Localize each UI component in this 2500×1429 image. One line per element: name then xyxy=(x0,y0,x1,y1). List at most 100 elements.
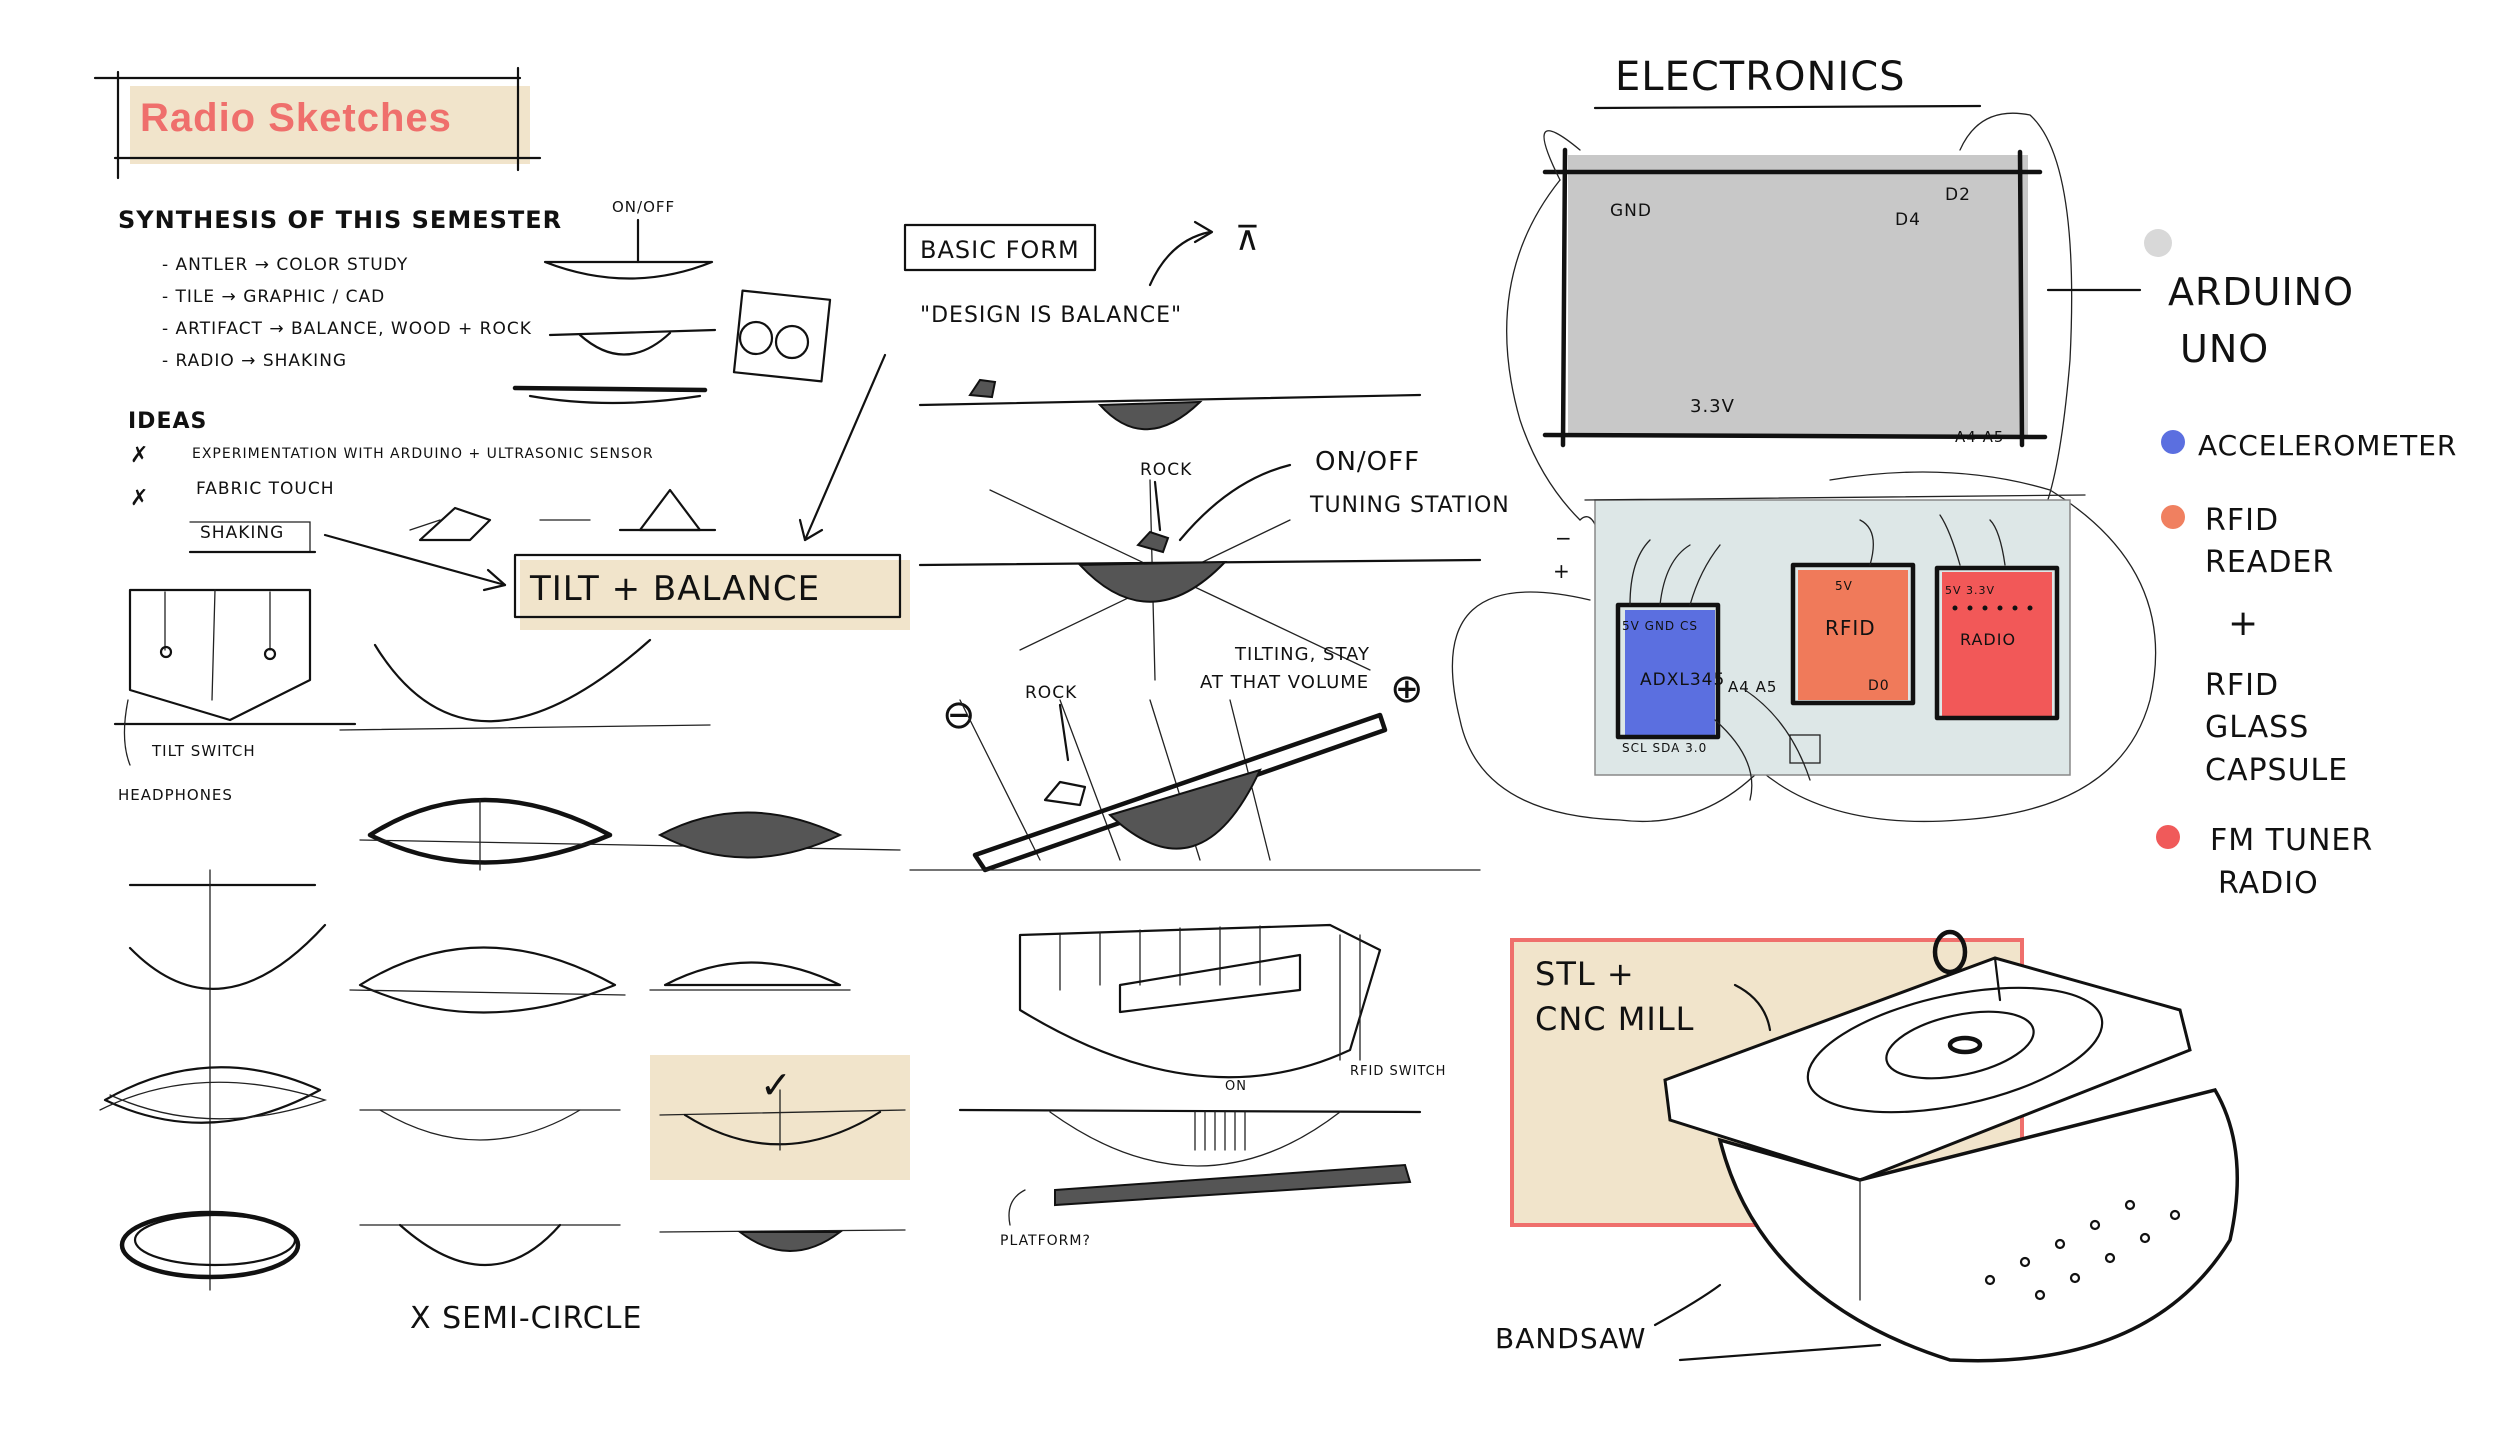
arrow-line xyxy=(1058,703,1070,762)
electronics-section: ELECTRONICS GND D4 D2 3.3V A4 A5 5V GND … xyxy=(1451,54,2457,901)
on-off-note: ON/OFF xyxy=(612,198,675,216)
accelerometer-module xyxy=(1625,610,1715,735)
flat-bar-shadow xyxy=(528,394,702,405)
speaker-hole xyxy=(2124,1199,2136,1211)
tilted-beam xyxy=(972,712,1388,873)
mini-perspective-sketch xyxy=(638,488,702,532)
mini-perspective-sketch xyxy=(418,506,492,542)
arrow-line xyxy=(1148,230,1212,287)
synthesis-notes: SYNTHESIS OF THIS SEMESTER - ANTLER → CO… xyxy=(118,206,562,371)
arrow-head xyxy=(798,518,824,542)
pin-dot xyxy=(1967,605,1973,611)
legend-accelerometer: ACCELEROMETER xyxy=(2198,429,2457,462)
legend-fm-line1: FM TUNER xyxy=(2210,823,2373,858)
arduino-color-dot xyxy=(2144,229,2172,257)
accel-top-pins: 5V GND CS xyxy=(1622,619,1698,633)
legend-rfid-line: CAPSULE xyxy=(2205,753,2348,788)
lens-sketch xyxy=(543,260,714,280)
basic-form-section: BASIC FORM "DESIGN IS BALANCE" ⊼ ROCK ON… xyxy=(903,219,1509,1249)
speaker-hole xyxy=(2169,1209,2181,1221)
title-block: Radio Sketches xyxy=(93,66,542,180)
arduino-board xyxy=(1568,155,2028,435)
bowl-sketch xyxy=(578,331,672,356)
scribble-lens xyxy=(103,1066,322,1124)
wire xyxy=(1629,539,1721,606)
pin-dot xyxy=(2027,605,2033,611)
tilt-balance-label: TILT + BALANCE xyxy=(529,569,820,609)
cross-mark: ✗ xyxy=(130,486,149,511)
balance-beam xyxy=(958,1108,1422,1114)
tilt-switch-sketch: TILT SWITCH HEADPHONES xyxy=(113,588,357,804)
tilted-hatched-base xyxy=(1108,768,1262,850)
platform-label: PLATFORM? xyxy=(1000,1233,1091,1249)
lens-sketch xyxy=(358,946,617,1014)
synthesis-item: - RADIO → SHAKING xyxy=(162,351,347,371)
stl-label: STL + xyxy=(1535,955,1635,993)
arrow-head xyxy=(1193,220,1214,244)
sketch-line xyxy=(211,589,216,701)
tuning-dial-inner xyxy=(1885,1010,2035,1080)
pin-dot xyxy=(2012,605,2018,611)
cnc-label: CNC MILL xyxy=(1535,1000,1695,1038)
minus-icon: ⊖ xyxy=(942,692,977,738)
scribble-lens xyxy=(99,1081,328,1120)
resistor-sketch xyxy=(1789,734,1821,764)
legend-rfid-line: RFID xyxy=(2205,668,2279,703)
ideas-notes: IDEAS ✗ ✗ EXPERIMENTATION WITH ARDUINO +… xyxy=(128,409,717,554)
board-outline xyxy=(1560,147,1568,448)
idea-item: FABRIC TOUCH xyxy=(196,479,334,499)
v33-pin-label: 3.3V xyxy=(1690,396,1735,417)
half-lens-sketch xyxy=(663,961,842,987)
legend-fm-line2: RADIO xyxy=(2218,866,2319,901)
check-mark: ✓ xyxy=(760,1063,793,1107)
sketch-line xyxy=(339,724,711,731)
accelerometer-color-dot xyxy=(2161,430,2185,454)
scribble-ellipse xyxy=(119,1210,301,1280)
idea-item: EXPERIMENTATION WITH ARDUINO + ULTRASONI… xyxy=(192,446,654,462)
accel-label: ADXL345 xyxy=(1640,670,1725,690)
cross-mark: ✗ xyxy=(130,443,149,468)
arrow-line xyxy=(1678,1343,1882,1362)
idea-item: SHAKING xyxy=(200,523,284,543)
callout-arrow xyxy=(323,533,507,587)
scribble-ellipse xyxy=(133,1213,297,1267)
balance-beam xyxy=(918,393,1422,407)
d2-pin-label: D2 xyxy=(1945,185,1971,205)
pin-dot xyxy=(1982,605,1988,611)
rfid-outline xyxy=(1790,562,1916,706)
d4-pin-label: D4 xyxy=(1895,210,1921,230)
knob-sketch xyxy=(1932,929,1968,975)
tilt-switch-label: TILT SWITCH xyxy=(151,742,256,760)
volume-label: AT THAT VOLUME xyxy=(1200,672,1369,693)
callout-highlight xyxy=(520,560,910,630)
page-title: Radio Sketches xyxy=(140,96,452,140)
pocket-shape xyxy=(128,588,312,722)
wire xyxy=(1543,112,2073,521)
synthesis-heading: SYNTHESIS OF THIS SEMESTER xyxy=(118,206,562,234)
on-label: ON xyxy=(1225,1079,1247,1094)
breadboard-edge xyxy=(1584,494,2086,501)
rfid-color-dot xyxy=(2161,505,2185,529)
fm-radio-color-dot xyxy=(2156,825,2180,849)
bowl-sketch xyxy=(379,1109,581,1141)
sketch-line xyxy=(349,989,626,996)
board-outline xyxy=(1542,432,2048,440)
board-outline xyxy=(2017,149,2025,448)
sketch-line xyxy=(659,1109,906,1116)
legend-arduino-line1: ARDUINO xyxy=(2168,270,2354,314)
callout-box xyxy=(513,553,902,619)
title-highlight xyxy=(130,86,530,164)
plus-rail: + xyxy=(1553,559,1571,583)
wire xyxy=(1714,689,1811,801)
selected-bowl xyxy=(683,1110,882,1146)
semi-circle-label: X SEMI-CIRCLE xyxy=(410,1301,642,1336)
speaker-hole xyxy=(2019,1256,2031,1268)
rock-sketch xyxy=(968,378,997,399)
switch-dot xyxy=(159,645,173,659)
rock-label: ROCK xyxy=(1025,683,1077,703)
speaker-hole xyxy=(2054,1238,2066,1250)
sketch-line xyxy=(548,328,717,337)
bowl-sketch xyxy=(128,923,327,990)
platform-hatched xyxy=(1054,1163,1412,1207)
mini-arrow xyxy=(409,519,441,531)
